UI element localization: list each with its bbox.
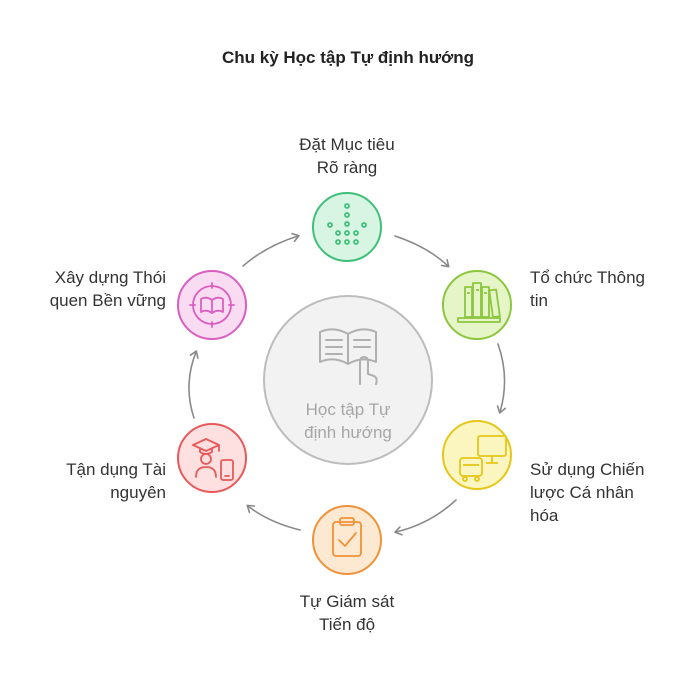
arrow-3-to-4 bbox=[394, 499, 457, 536]
step-label-6-line-2: quen Bền vững bbox=[49, 291, 166, 310]
step-node-2 bbox=[442, 270, 512, 340]
step-label-3-line-1: Sử dụng Chiến bbox=[530, 460, 645, 479]
arrow-2-to-3 bbox=[496, 343, 507, 414]
center-label-line-2: định hướng bbox=[304, 423, 392, 442]
step-label-1: Đặt Mục tiêu Rõ ràng bbox=[247, 133, 447, 179]
step-node-4 bbox=[312, 505, 382, 575]
center-label-line-1: Học tập Tự bbox=[305, 400, 391, 419]
book-compass-icon bbox=[189, 282, 235, 328]
graduate-phone-icon bbox=[192, 438, 234, 481]
diagram-title: Chu kỳ Học tập Tự định hướng bbox=[221, 48, 475, 67]
cycle-arrows bbox=[188, 232, 507, 536]
target-arrow-icon bbox=[327, 203, 367, 245]
step-label-4-line-2: Tiến độ bbox=[318, 615, 376, 634]
step-label-6-line-1: Xây dựng Thói bbox=[54, 268, 166, 287]
arrow-6-to-1 bbox=[242, 232, 300, 267]
step-label-4-line-1: Tự Giám sát bbox=[299, 592, 395, 611]
step-label-3: Sử dụng Chiến lược Cá nhân hóa bbox=[530, 458, 644, 527]
step-label-1-line-1: Đặt Mục tiêu bbox=[299, 135, 395, 154]
arrow-1-to-2 bbox=[394, 235, 450, 268]
open-book-hand-icon bbox=[319, 328, 378, 385]
center-node bbox=[263, 295, 433, 465]
step-label-2-line-1: Tổ chức Thông bbox=[530, 268, 646, 287]
arrow-5-to-6 bbox=[188, 350, 199, 419]
step-label-3-line-2: lược Cá nhân bbox=[530, 483, 634, 502]
step-label-2: Tổ chức Thông tin bbox=[530, 266, 645, 312]
step-label-6: Xây dựng Thói quen Bền vững bbox=[0, 266, 166, 312]
step-label-4: Tự Giám sát Tiến độ bbox=[247, 590, 447, 636]
step-label-5-line-2: nguyên bbox=[110, 483, 166, 502]
arrow-4-to-5 bbox=[246, 504, 301, 531]
step-node-6 bbox=[177, 270, 247, 340]
step-label-5-line-1: Tận dụng Tài bbox=[66, 460, 166, 479]
step-label-5: Tận dụng Tài nguyên bbox=[0, 458, 166, 504]
center-label: Học tập Tự định hướng bbox=[268, 398, 428, 444]
books-icon bbox=[457, 282, 501, 323]
step-label-1-line-2: Rõ ràng bbox=[316, 158, 378, 177]
step-node-5 bbox=[177, 423, 247, 493]
clipboard-check-icon bbox=[332, 517, 362, 557]
step-node-3 bbox=[442, 420, 512, 490]
step-label-3-line-3: hóa bbox=[530, 506, 559, 525]
step-node-1 bbox=[312, 192, 382, 262]
devices-icon bbox=[459, 435, 507, 482]
step-label-2-line-2: tin bbox=[530, 291, 548, 310]
